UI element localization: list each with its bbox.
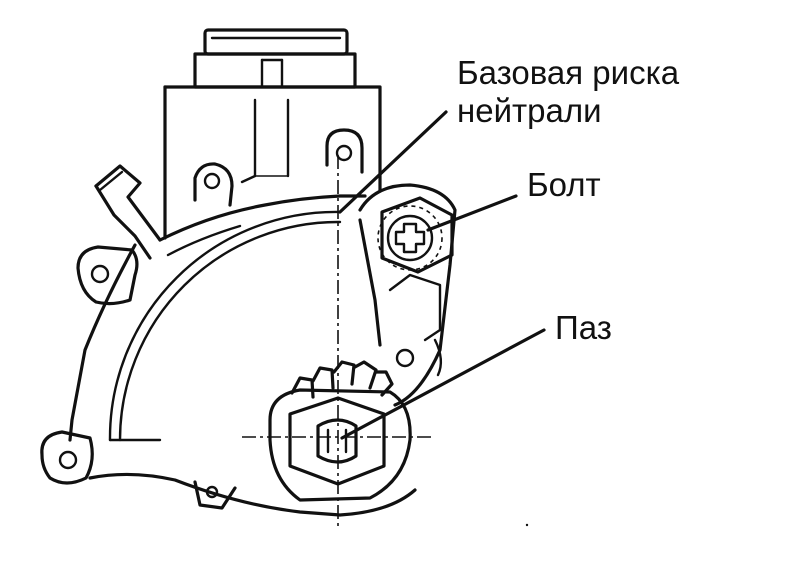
- bolt: [377, 196, 454, 274]
- neutral-mark-label: Базовая риска нейтрали: [457, 54, 679, 130]
- bolt-label: Болт: [527, 166, 601, 203]
- upper-housing: [163, 85, 382, 240]
- mounting-ear-left-top: [193, 162, 234, 207]
- neutral-mark-leader: [338, 110, 448, 214]
- mounting-ear-bottom-left: [40, 430, 94, 485]
- neutral-mark-label-line-2: нейтрали: [457, 92, 602, 129]
- center-lines: [242, 155, 432, 530]
- mounting-ear-left: [76, 245, 139, 306]
- connector: [193, 28, 357, 89]
- groove-leader: [340, 328, 546, 440]
- mounting-ear-top: [325, 128, 364, 174]
- speck: [525, 523, 529, 527]
- hose-nipple: [94, 164, 162, 260]
- sector-arc: [108, 210, 342, 442]
- groove-label: Паз: [555, 309, 612, 346]
- lever-arm: [358, 183, 457, 407]
- housing-outline: [68, 194, 417, 517]
- shaft-hub: [268, 388, 412, 502]
- neutral-mark-label-line-1: Базовая риска: [457, 54, 680, 91]
- bolt-leader: [426, 194, 518, 232]
